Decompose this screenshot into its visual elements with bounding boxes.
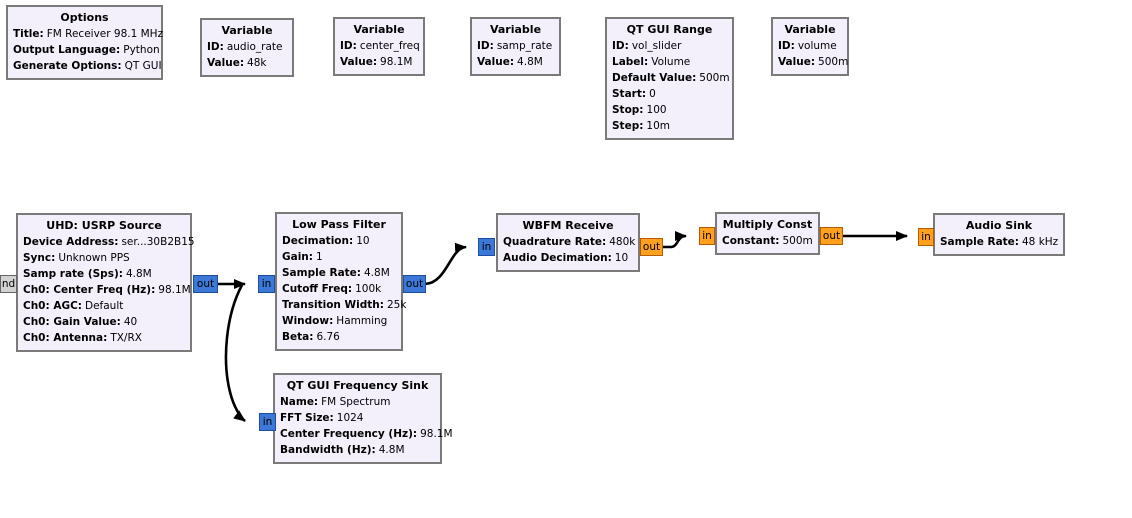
port-freq-sink-in[interactable]: in — [259, 413, 276, 431]
block-title: Variable — [221, 24, 273, 37]
block-param: Transition Width:25k — [282, 299, 407, 311]
block-variable-audio-rate[interactable]: Variable ID:audio_rate Value:48k — [200, 18, 294, 77]
block-param: ID:center_freq — [340, 40, 420, 52]
block-param: Value:48k — [207, 57, 267, 69]
block-param: Audio Decimation:10 — [503, 252, 629, 264]
block-title: Multiply Const — [722, 218, 813, 231]
port-wbfm-in[interactable]: in — [478, 238, 495, 256]
block-variable-samp-rate[interactable]: Variable ID:samp_rate Value:4.8M — [470, 17, 561, 76]
block-title: QT GUI Frequency Sink — [286, 379, 429, 392]
block-param: ID:samp_rate — [477, 40, 553, 52]
block-param: Sample Rate:4.8M — [282, 267, 390, 279]
block-qt-gui-frequency-sink[interactable]: QT GUI Frequency Sink Name:FM Spectrum F… — [273, 373, 453, 464]
block-param: Value:500m — [778, 56, 849, 68]
block-title: Options — [60, 11, 109, 24]
block-param: Value:98.1M — [340, 56, 413, 68]
block-param: Ch0: Gain Value:40 — [23, 316, 138, 328]
connection-usrp-to-freq-sink[interactable] — [224, 284, 246, 423]
block-param: Samp rate (Sps):4.8M — [23, 268, 152, 280]
block-param: Output Language:Python — [13, 44, 160, 56]
port-usrp-out[interactable]: out — [193, 275, 218, 293]
block-param: Gain:1 — [282, 251, 323, 263]
block-options[interactable]: Options Title:FM Receiver 98.1 MHz Outpu… — [6, 5, 163, 80]
port-multiply-in[interactable]: in — [699, 227, 715, 245]
block-param: Ch0: AGC:Default — [23, 300, 124, 312]
block-title: Audio Sink — [965, 219, 1033, 232]
block-title: Variable — [489, 23, 542, 36]
block-param: Start:0 — [612, 88, 656, 100]
block-param: Cutoff Freq:100k — [282, 283, 382, 295]
block-param: Ch0: Antenna:TX/RX — [23, 332, 142, 344]
block-param: Title:FM Receiver 98.1 MHz — [13, 28, 164, 40]
block-param: Sync:Unknown PPS — [23, 252, 130, 264]
block-title: Variable — [353, 23, 405, 36]
block-multiply-const[interactable]: Multiply Const Constant:500m — [715, 212, 820, 255]
block-title: Low Pass Filter — [292, 218, 386, 231]
block-title: WBFM Receive — [522, 219, 614, 232]
block-param: Name:FM Spectrum — [280, 396, 391, 408]
block-param: Bandwidth (Hz):4.8M — [280, 444, 405, 456]
block-param: Decimation:10 — [282, 235, 370, 247]
block-param: Beta:6.76 — [282, 331, 340, 343]
block-title: Variable — [784, 23, 836, 36]
block-param: Value:4.8M — [477, 56, 543, 68]
port-wbfm-out[interactable]: out — [640, 238, 663, 256]
block-audio-sink[interactable]: Audio Sink Sample Rate:48 kHz — [933, 213, 1065, 256]
block-param: FFT Size:1024 — [280, 412, 364, 424]
block-param: ID:audio_rate — [207, 41, 283, 53]
port-multiply-out[interactable]: out — [820, 227, 843, 245]
block-param: ID:vol_slider — [612, 40, 682, 52]
block-param: Sample Rate:48 kHz — [940, 236, 1059, 248]
block-param: Device Address:ser...30B2B15 — [23, 236, 195, 248]
block-param: Default Value:500m — [612, 72, 730, 84]
port-usrp-command-in[interactable]: nd — [0, 275, 17, 293]
block-variable-center-freq[interactable]: Variable ID:center_freq Value:98.1M — [333, 17, 425, 76]
block-title: QT GUI Range — [626, 23, 713, 36]
block-param: Ch0: Center Freq (Hz):98.1M — [23, 284, 191, 296]
block-qt-gui-range[interactable]: QT GUI Range ID:vol_slider Label:Volume … — [605, 17, 734, 140]
port-lpf-out[interactable]: out — [403, 275, 426, 293]
block-param: ID:volume — [778, 40, 837, 52]
block-low-pass-filter[interactable]: Low Pass Filter Decimation:10 Gain:1 Sam… — [275, 212, 407, 351]
block-wbfm-receive[interactable]: WBFM Receive Quadrature Rate:480k Audio … — [496, 213, 640, 272]
block-param: Stop:100 — [612, 104, 667, 116]
connection-wbfm-to-multiply[interactable] — [661, 231, 687, 249]
block-variable-volume[interactable]: Variable ID:volume Value:500m — [771, 17, 849, 76]
port-lpf-in[interactable]: in — [258, 275, 275, 293]
port-audio-sink-in[interactable]: in — [918, 228, 934, 246]
block-param: Center Frequency (Hz):98.1M — [280, 428, 453, 440]
block-param: Window:Hamming — [282, 315, 388, 327]
block-title: UHD: USRP Source — [46, 219, 162, 232]
block-param: Step:10m — [612, 120, 671, 132]
connection-lpf-to-wbfm[interactable] — [424, 242, 467, 286]
block-param: Generate Options:QT GUI — [13, 60, 162, 72]
block-param: Constant:500m — [722, 235, 813, 247]
block-param: Quadrature Rate:480k — [503, 236, 636, 248]
block-param: Label:Volume — [612, 56, 691, 68]
block-uhd-usrp-source[interactable]: UHD: USRP Source Device Address:ser...30… — [16, 213, 195, 352]
